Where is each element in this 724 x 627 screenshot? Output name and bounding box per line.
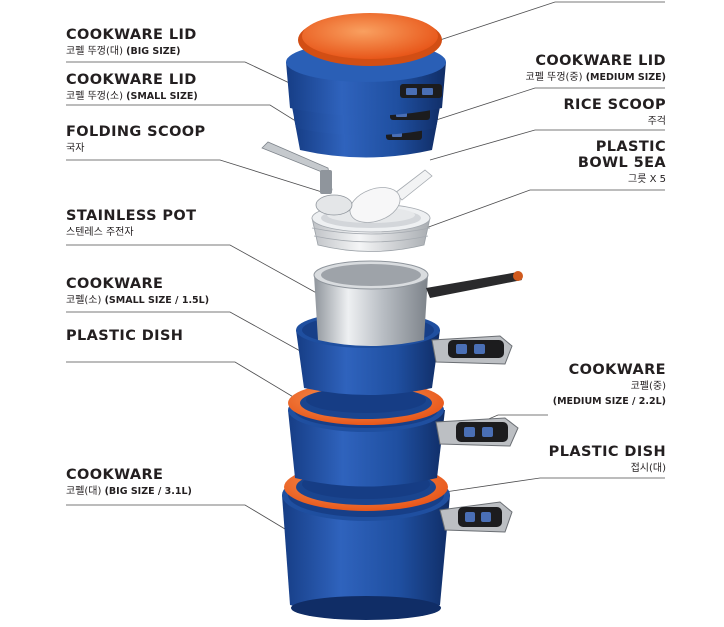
label-title: COOKWARE LID <box>66 72 197 88</box>
label-sub-ko: 코펠 뚜껑(대) <box>66 46 123 57</box>
label-title-line2: BOWL 5EA <box>577 155 666 171</box>
leader-lines <box>66 1 665 533</box>
medium-pot-handle <box>435 417 519 447</box>
label-title-line1: PLASTIC <box>595 139 666 155</box>
label-folding-scoop: FOLDING SCOOP 국자 <box>66 124 206 155</box>
label-title: COOKWARE LID <box>535 53 666 69</box>
orange-top-lid <box>298 13 442 66</box>
stainless-pot-handle <box>426 271 523 298</box>
stainless-pot <box>313 260 523 346</box>
label-plastic-bowl: PLASTIC BOWL 5EA 그릇 X 5 <box>578 139 666 186</box>
rice-scoop <box>349 169 433 223</box>
label-cookware-medium: COOKWARE 코펠(중) (MEDIUM SIZE / 2.2L) <box>553 362 666 408</box>
label-sub-ko: 코펠(대) <box>66 486 102 497</box>
small-pot-handle <box>431 335 513 365</box>
label-title: COOKWARE <box>66 467 164 483</box>
label-plastic-dish-left: PLASTIC DISH <box>66 328 183 344</box>
label-sub-ko: 접시(대) <box>630 463 666 474</box>
label-sub-ko: 코펠 뚜껑(중) <box>525 72 583 83</box>
label-plastic-dish-right: PLASTIC DISH 접시(대) <box>549 444 666 475</box>
label-sub-ko: 그릇 X 5 <box>628 174 666 185</box>
label-stainless-pot: STAINLESS POT 스텐레스 주전자 <box>66 208 196 239</box>
label-title: PLASTIC DISH <box>66 328 184 344</box>
label-cookware-lid-medium: COOKWARE LID 코펠 뚜껑(중) (MEDIUM SIZE) <box>526 53 666 84</box>
label-sub-ko: 스텐레스 주전자 <box>66 227 134 238</box>
label-title: FOLDING SCOOP <box>66 124 206 140</box>
label-title: COOKWARE <box>66 276 164 292</box>
label-title: PLASTIC DISH <box>548 444 666 460</box>
label-rice-scoop: RICE SCOOP 주걱 <box>563 97 666 128</box>
label-sub-en: (SMALL SIZE) <box>126 91 198 102</box>
label-title: COOKWARE <box>568 362 666 378</box>
label-cookware-big: COOKWARE 코펠(대) (BIG SIZE / 3.1L) <box>66 467 192 498</box>
label-title: STAINLESS POT <box>66 208 197 224</box>
label-sub-ko: 코펠 뚜껑(소) <box>66 91 123 102</box>
label-sub-ko: 국자 <box>66 143 85 154</box>
label-cookware-lid-small: COOKWARE LID 코펠 뚜껑(소) (SMALL SIZE) <box>66 72 198 103</box>
label-sub-ko: 코펠(중) <box>630 381 666 392</box>
label-title: RICE SCOOP <box>563 97 666 113</box>
label-sub-ko: 주걱 <box>647 116 666 127</box>
label-sub-en: (BIG SIZE) <box>126 46 181 57</box>
folding-scoop <box>261 141 353 216</box>
label-sub-en: (BIG SIZE / 3.1L) <box>104 486 192 497</box>
label-sub-ko: 코펠(소) <box>66 295 102 306</box>
label-sub-en: (MEDIUM SIZE) <box>585 72 666 83</box>
label-title: COOKWARE LID <box>66 27 197 43</box>
label-cookware-lid-big: COOKWARE LID 코펠 뚜껑(대) (BIG SIZE) <box>66 27 197 58</box>
label-sub-en: (SMALL SIZE / 1.5L) <box>104 295 210 306</box>
big-pot-handle <box>439 501 513 533</box>
label-cookware-small: COOKWARE 코펠(소) (SMALL SIZE / 1.5L) <box>66 276 209 307</box>
label-sub-en: (MEDIUM SIZE / 2.2L) <box>552 396 666 407</box>
